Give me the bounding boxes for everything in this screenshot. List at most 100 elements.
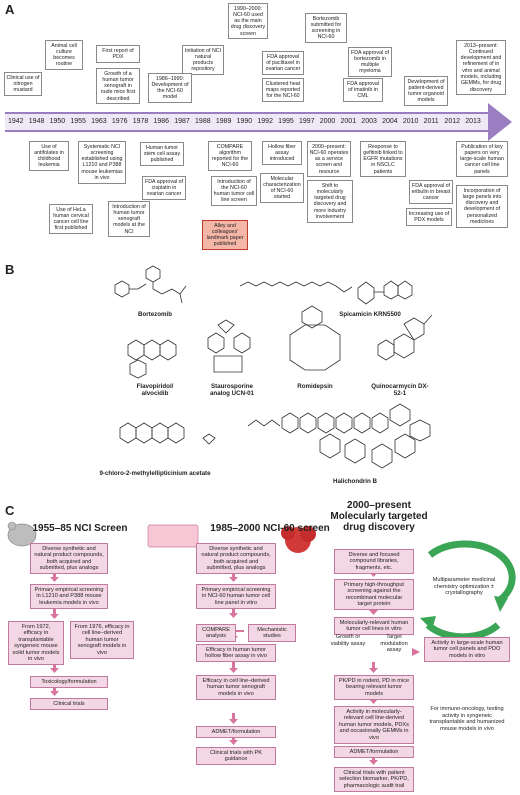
screen-step: Diverse synthetic and natural product co…	[30, 543, 108, 574]
panel-label-a: A	[5, 2, 15, 17]
molecule-label: Spicamicin KRN5500	[339, 311, 401, 318]
timeline-event: Development of patient-derived tumor org…	[404, 76, 448, 107]
timeline-event: Publication of key papers on very large-…	[456, 141, 508, 178]
timeline-year: 1990	[236, 118, 253, 125]
side-step: Activity in large-scale human tumor cell…	[424, 637, 510, 662]
timeline-event: Animal cell culture becomes routine	[45, 40, 83, 71]
screen-step: Diverse and focused compound libraries, …	[334, 549, 414, 574]
screen-step: Clinical trials with PK guidance	[196, 747, 276, 765]
molecule-label: Staurosporine analog UCN-01	[209, 383, 254, 397]
timeline-event: Molecular characterization of NCI-60 sta…	[260, 173, 304, 204]
screen-step: Primary high-throughput screening agains…	[334, 579, 414, 610]
screen-step: Molecularly-relevant human tumor cell li…	[334, 617, 414, 635]
timeline-event: Bortezomib submitted for screening in NC…	[305, 13, 347, 44]
timeline-event: FDA approval of imatinib in CML	[343, 78, 383, 102]
timeline-year: 2013	[465, 118, 481, 125]
timeline-event: 2013–present: Continued development and …	[456, 40, 506, 96]
timeline-event: FDA approval of eribulin in breast cance…	[409, 180, 453, 204]
timeline-event: 1986–1990: Development of the NCI-60 mod…	[148, 73, 192, 104]
timeline-event: Initiation of NCI natural products repos…	[182, 45, 224, 76]
timeline-event: FDA approval of paclitaxel in ovarian ca…	[262, 51, 304, 75]
col3-title: 2000–present Molecularly targeted drug d…	[330, 500, 428, 533]
molecule-label: Halichondrin B	[332, 478, 377, 485]
timeline-year: 1948	[28, 118, 45, 125]
side-step: For immuno-oncology, testing activity in…	[429, 706, 505, 732]
timeline-year: 1963	[91, 118, 107, 125]
screen-step: Efficacy in human tumor hollow fiber ass…	[196, 644, 276, 662]
timeline-year: 2004	[382, 118, 398, 125]
molecule-label: Bortezomib	[137, 311, 173, 318]
timeline-band	[5, 114, 488, 130]
screen-step: Clinical trials	[30, 698, 108, 710]
screen-step: ADMET/formulation	[196, 726, 276, 738]
screen-step: Clinical trials with patient selection b…	[334, 767, 414, 792]
cycle-arrow	[427, 540, 516, 603]
molecule-structures	[114, 265, 433, 469]
screen-step: Diverse synthetic and natural product co…	[196, 543, 276, 574]
timeline-event: 1990–2000: NCI-60 used as the main drug …	[228, 3, 268, 40]
screen-step: Toxicology/formulation	[30, 676, 108, 688]
timeline-year: 2010	[402, 118, 419, 125]
timeline-event: Increasing use of PDX models	[406, 208, 452, 226]
timeline-year: 1995	[278, 118, 294, 125]
screen-step: Growth or viability assay	[330, 634, 366, 647]
timeline-event: Shift to molecularly targeted drug disco…	[307, 180, 353, 223]
timeline-event: FDA approval of bortezomib in multiple m…	[348, 47, 392, 78]
screen-step: Activity in molecularly-relevant cell li…	[334, 706, 414, 744]
timeline-event: Response to gefitinib linked to EGFR mut…	[360, 141, 406, 178]
timeline-event: FDA approval of cisplatin in ovarian can…	[142, 176, 186, 200]
timeline-graphics	[5, 103, 512, 141]
col2-title: 1985–2000 NCI-60 screen	[210, 523, 330, 534]
timeline-year: 2011	[423, 118, 439, 125]
timeline-event: Incorporation of large panels into disco…	[456, 185, 508, 228]
timeline-year: 1987	[174, 118, 190, 125]
timeline-year: 1986	[153, 118, 170, 125]
timeline-event: Introduction of the NCI-60 human tumor c…	[211, 176, 257, 207]
timeline-year: 2003	[361, 118, 377, 125]
microplate-icon	[147, 524, 199, 548]
screen-step: From 1976, efficacy in cell line–derived…	[70, 621, 134, 659]
timeline-year: 2001	[340, 118, 357, 125]
timeline-year: 1955	[70, 118, 86, 125]
timeline-event: First report of PDX	[96, 45, 140, 63]
mouse-icon	[7, 523, 37, 547]
timeline-year: 1989	[215, 118, 232, 125]
timeline-year: 1942	[8, 118, 24, 125]
timeline-event: 2000–present: NCI-60 operates as a servi…	[307, 141, 351, 178]
screen-step: From 1972, efficacy in transplantable sy…	[8, 621, 64, 665]
molecule-label: Flavopiridol/ alvocidib	[136, 383, 174, 397]
timeline-year: 1950	[49, 118, 66, 125]
timeline-year: 1976	[111, 118, 128, 125]
timeline-event: Growth of a human tumor xenograft in nud…	[96, 68, 140, 105]
screen-step: Target modulation assay	[380, 634, 408, 653]
screen-step: COMPARE analysis	[196, 624, 236, 642]
timeline-event: Clustered heat maps reported for the NCI…	[262, 78, 304, 102]
timeline-event: Use of antifolates in childhood leukemia	[29, 141, 69, 172]
screen-step: Efficacy in cell line–derived human tumo…	[196, 675, 276, 700]
molecule-label: Romidepsin	[297, 383, 333, 390]
col1-title: 1955–85 NCI Screen	[32, 523, 128, 534]
timeline-event: Clinical use of nitrogen mustard	[4, 72, 42, 96]
screen-step: Primary empirical screening in L1210 and…	[30, 584, 108, 609]
timeline-year: 1978	[132, 118, 149, 125]
timeline-year: 1997	[298, 118, 315, 125]
timeline-event: Introduction of human tumor xenograft mo…	[108, 201, 150, 238]
timeline-event: Human tumor stem cell assay published	[140, 142, 184, 166]
screen-step: Mechanistic studies	[248, 624, 296, 642]
cycle-label: Multiparameter medicinal chemistry optim…	[432, 577, 496, 596]
timeline-event: Use of HeLa human cervical cancer cell l…	[49, 204, 93, 235]
panel-label-c: C	[5, 503, 15, 518]
screen-step: Primary empirical screening in NCI-60 hu…	[196, 584, 276, 609]
screen-step: ADMET/formulation	[334, 746, 414, 758]
molecule-label: 9-chloro-2-methylellipticinium acetate	[99, 470, 211, 477]
panel-label-b: B	[5, 262, 15, 277]
timeline-year: 1988	[195, 118, 211, 125]
timeline-year: 2012	[444, 118, 460, 125]
timeline-event: Hollow fiber assay introduced	[262, 141, 302, 165]
timeline-event: Systematic NCI screening established usi…	[78, 141, 126, 184]
timeline-event-highlight: Alley and colleagues' landmark paper pub…	[202, 220, 248, 251]
molecule-label: Quinocarmycin DX-52-1	[371, 383, 429, 397]
timeline-year: 1992	[257, 118, 273, 125]
timeline-event: COMPARE algorithm reported for the NCI-6…	[208, 141, 252, 172]
